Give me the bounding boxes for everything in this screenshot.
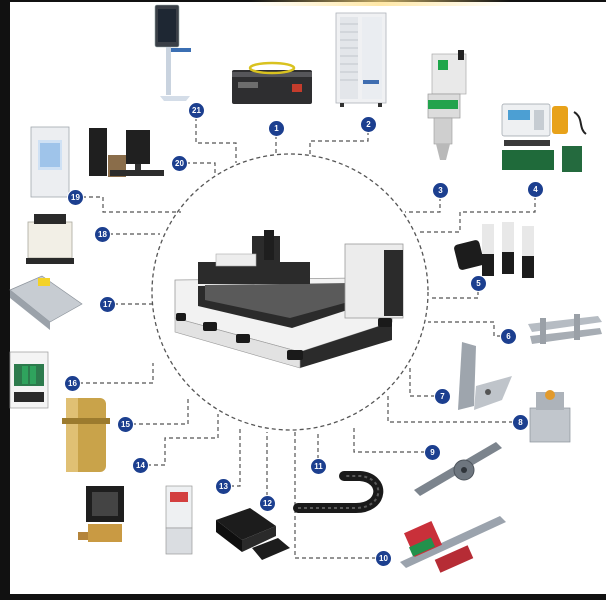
laser-cutting-machine [174,230,404,369]
touch-panel-stand [154,4,191,101]
label-badge-2: 2 [361,117,376,132]
label-badge-14: 14 [133,458,148,473]
label-badge-4: 4 [528,182,543,197]
pressure-regulator [165,485,193,555]
rack-and-pinion [414,442,502,496]
label-badge-1: 1 [269,121,284,136]
label-badge-9: 9 [425,445,440,460]
control-system [501,103,587,172]
computer [89,128,164,177]
solenoid-valve [78,486,124,542]
label-badge-3: 3 [433,183,448,198]
electrical-cabinet [30,126,70,198]
label-badge-5: 5 [471,276,486,291]
label-badge-20: 20 [172,156,187,171]
connector-lines [72,110,536,559]
protective-cover [216,508,290,560]
label-badge-17: 17 [100,297,115,312]
circuit-breaker [9,351,49,409]
label-badge-12: 12 [260,496,275,511]
label-badge-21: 21 [189,103,204,118]
transformer [26,214,74,264]
label-badge-16: 16 [65,376,80,391]
label-badge-6: 6 [501,329,516,344]
label-badge-11: 11 [311,459,326,474]
fiber-laser-source [232,61,312,104]
laser-cutting-head [427,50,467,160]
label-badge-13: 13 [216,479,231,494]
label-badge-15: 15 [118,417,133,432]
top-glow [250,0,510,6]
cable-drag-chain [293,471,384,513]
mounting-bracket [458,342,512,410]
proportional-valve [62,398,110,472]
aluminum-profile [528,314,602,344]
planetary-reducer [529,390,571,443]
linear-guide-rail [400,516,506,573]
label-badge-10: 10 [376,551,391,566]
label-badge-7: 7 [435,389,450,404]
water-chiller [335,12,387,107]
label-badge-19: 19 [68,190,83,205]
central-circle [151,153,429,431]
servo-motors [454,222,534,278]
label-badge-18: 18 [95,227,110,242]
power-supply [9,275,83,330]
label-badge-8: 8 [513,415,528,430]
